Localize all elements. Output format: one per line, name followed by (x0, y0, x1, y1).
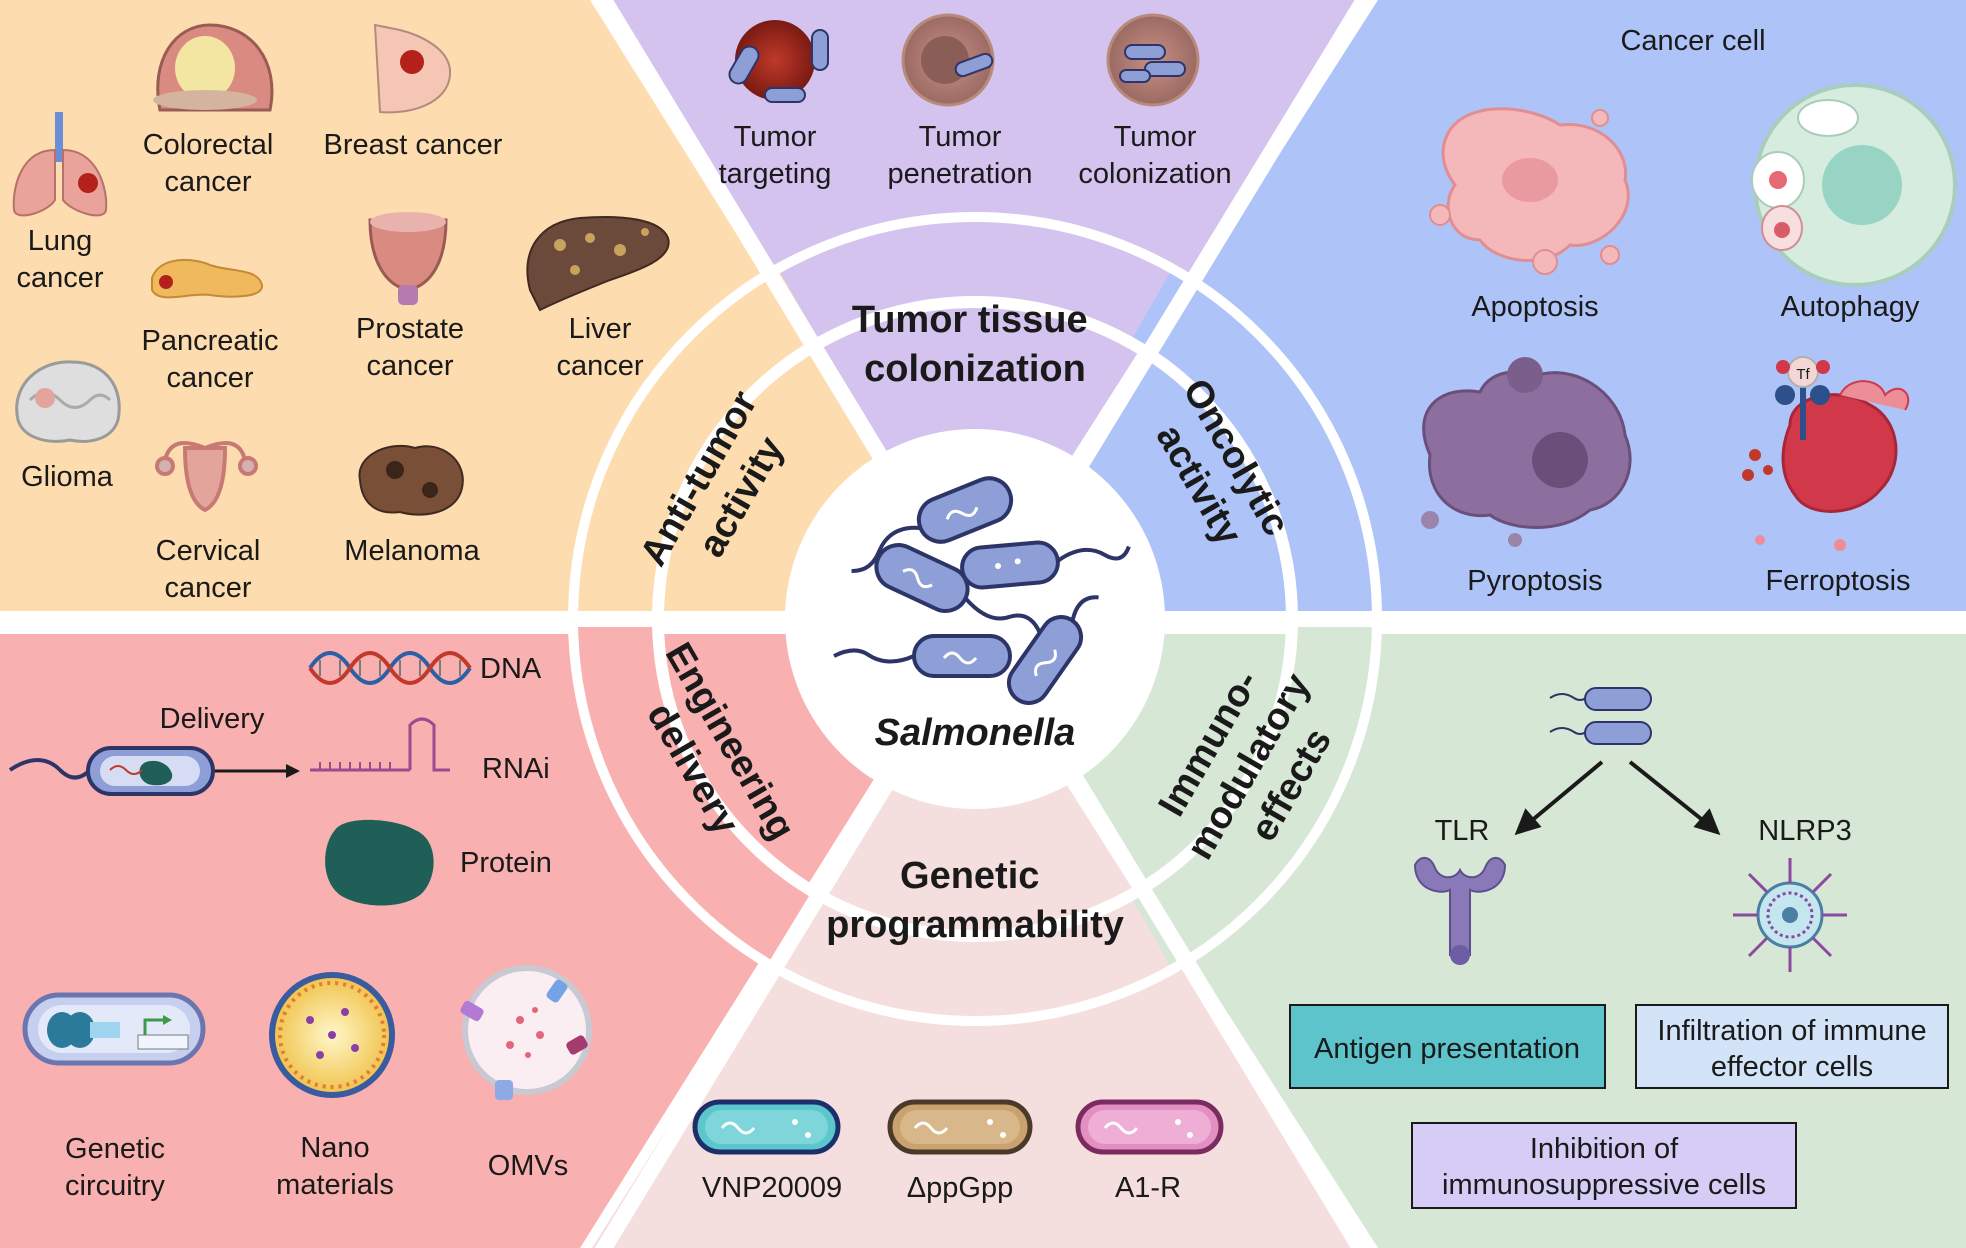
dna-label: DNA (480, 653, 542, 685)
ring-segments (575, 214, 1375, 1024)
immuno-arrows (1514, 760, 1721, 836)
immuno-panel: TLR NLRP3 Antigen presentation Infiltrat… (1289, 687, 1949, 1209)
melanoma-icon (358, 444, 464, 516)
antigen-presentation-box: Antigen presentation (1289, 1004, 1606, 1089)
ring-antitumor (575, 267, 818, 614)
delivery-label: Delivery (160, 703, 265, 735)
tumor-targeting-icon (728, 20, 829, 103)
dna-icon (308, 651, 472, 685)
strain-a1r-icon (1075, 1099, 1224, 1155)
strain-vnp20009-icon (692, 1099, 841, 1155)
ferroptosis-label: Ferroptosis (1765, 565, 1910, 597)
nlrp3-label: NLRP3 (1758, 815, 1852, 847)
engineering-panel: DNA Delivery RNAi Protein (8, 651, 592, 1202)
ring-oncolytic (1132, 267, 1375, 614)
melanoma-label: Melanoma (344, 535, 480, 567)
immuno-sector (985, 634, 1966, 1248)
oncolytic-panel: Cancer cell Apoptosis Autophagy (1421, 25, 1957, 597)
uterus-icon (155, 441, 258, 513)
ring-immuno (1132, 624, 1375, 971)
pyroptosis-label: Pyroptosis (1467, 565, 1602, 597)
ring-engineering (575, 624, 818, 971)
pyroptosis-icon (1421, 357, 1632, 547)
pancreas-icon (151, 258, 263, 299)
protein-label: Protein (460, 847, 552, 879)
immuno-bacteria-icon (1549, 687, 1652, 745)
lung-icon (12, 112, 108, 217)
cancer-cell-title: Cancer cell (1620, 25, 1765, 57)
svg-text:Antigen presentation: Antigen presentation (1314, 1033, 1580, 1065)
tlr-icon (1413, 856, 1507, 965)
rnai-icon (310, 717, 450, 772)
rnai-label: RNAi (482, 753, 550, 785)
engineering-sector (0, 634, 965, 1248)
delivery-arrow (215, 764, 300, 778)
nlrp3-icon (1733, 858, 1847, 972)
tf-label: Tf (1796, 366, 1810, 383)
brain-icon (15, 360, 121, 443)
liver-icon (526, 216, 670, 312)
ring-colonization (777, 214, 1173, 339)
glioma-label: Glioma (21, 461, 114, 493)
ring-genetic (777, 899, 1173, 1024)
center-circle (785, 429, 1165, 809)
apoptosis-icon (1429, 107, 1630, 275)
ring-label-genetic: Genetic programmability (826, 855, 1124, 946)
delivery-bacterium-icon (8, 746, 215, 796)
breast-icon (373, 23, 452, 114)
prostate-icon (368, 212, 448, 305)
tumor-penetration-icon (901, 13, 995, 107)
colon-icon (153, 23, 274, 112)
ring-label-tumor-tissue: Tumor tissue colonization (852, 299, 1098, 390)
omvs-label: OMVs (488, 1150, 569, 1182)
apoptosis-label: Apoptosis (1471, 291, 1598, 323)
strain-a1r-label: A1-R (1115, 1172, 1181, 1204)
nano-materials-icon (269, 972, 395, 1098)
center-bacteria (833, 476, 1131, 705)
strain-dppgpp-label: ΔppGpp (907, 1172, 1013, 1204)
protein-icon (325, 819, 434, 906)
center-label: Salmonella (875, 712, 1076, 754)
omvs-icon (460, 965, 592, 1100)
genetic-circuitry-icon (22, 992, 206, 1066)
autophagy-label: Autophagy (1781, 291, 1920, 323)
tlr-label: TLR (1435, 815, 1490, 847)
genetic-panel: VNP20009 ΔppGpp A1-R (692, 1099, 1224, 1204)
ferroptosis-icon: Tf (1742, 356, 1910, 551)
oncolytic-sector (985, 0, 1966, 614)
autophagy-icon (1751, 83, 1957, 287)
breast-cancer-label: Breast cancer (324, 129, 503, 161)
tumor-colonization-icon (1106, 13, 1200, 107)
strain-dppgpp-icon (887, 1099, 1033, 1155)
strain-vnp20009-label: VNP20009 (702, 1172, 842, 1204)
